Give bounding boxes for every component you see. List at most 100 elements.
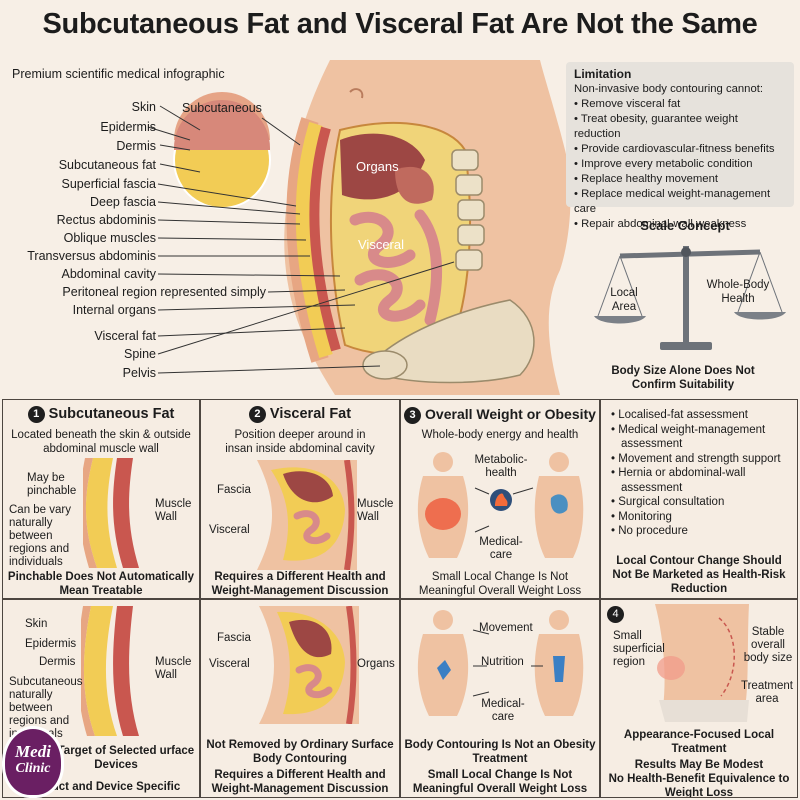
panel-title: Overall Weight or Obesity: [425, 406, 596, 422]
panel-caption-2: Requires a Different Health and Weight-M…: [211, 769, 389, 795]
wall-muscle-layer: [309, 126, 341, 352]
page-subtitle: Premium scientific medical infographic: [12, 67, 225, 81]
option-item: Hernia or abdominal-wall assessment: [611, 466, 793, 495]
spine: [451, 149, 485, 271]
panel-caption: Body Contouring Is Not an Obesity Treatm…: [404, 739, 596, 765]
weight-figures-illustration: [417, 452, 584, 558]
label-skin: Skin: [131, 100, 156, 114]
label-oblique-muscles: Oblique muscles: [63, 231, 156, 245]
limitation-item: Replace medical weight-management care: [574, 187, 786, 217]
label-visceral-fat: Visceral fat: [94, 329, 156, 343]
annotation-muscle-wall: Muscle Wall: [357, 498, 394, 523]
option-item: Localised-fat assessment: [611, 408, 793, 423]
limitation-intro: Non-invasive body contouring cannot:: [574, 83, 764, 95]
annotation-muscle-wall: Muscle Wall: [155, 498, 192, 523]
limitation-item: Treat obesity, guarantee weight reductio…: [574, 112, 786, 142]
panel-local-treatment: 4 Small superficial region Stable overal…: [600, 599, 798, 798]
option-item: Surgical consultation: [611, 495, 793, 510]
annotation-medical-care: Medical-care: [481, 698, 525, 723]
label-deep-fascia: Deep fascia: [89, 195, 156, 209]
visceral-organs-illustration: [259, 606, 359, 724]
annotation-pinchable: May be pinchable: [27, 472, 77, 497]
panel-caption: Small Local Change Is Not Meaningful Ove…: [418, 571, 582, 597]
panel-description: Located beneath the skin & outside abdom…: [11, 429, 191, 455]
annotation-muscle-wall: Muscle Wall: [155, 656, 192, 681]
annotation-varies: Can be vary naturally between regions an…: [9, 504, 72, 568]
callout-visceral: Visceral: [358, 237, 405, 252]
limitation-item: Improve every metabolic condition: [574, 157, 786, 172]
option-item: Monitoring: [611, 510, 793, 525]
annotation-small-region: Small superficial region: [613, 630, 665, 668]
option-item: No procedure: [611, 524, 793, 539]
limitation-item: Remove visceral fat: [574, 97, 786, 112]
panel-lifestyle: Movement Nutrition Medical-care Body Con…: [400, 599, 600, 798]
option-item: Medical weight-management assessment: [611, 423, 793, 452]
panel-caption: Appearance-Focused Local Treatment: [623, 729, 775, 755]
visceral-illustration: [257, 460, 357, 570]
annotation-skin: Skin: [25, 618, 48, 630]
panel-caption-2: Small Local Change Is Not Meaningful Ove…: [412, 769, 588, 795]
panel-title: Subcutaneous Fat: [48, 406, 175, 422]
panel-caption: Requires a Different Health and Weight-M…: [211, 571, 389, 597]
panel-caption: Not Removed by Ordinary Surface Body Con…: [206, 739, 394, 765]
panel-badge: 2: [248, 406, 266, 423]
intestines: [349, 209, 442, 326]
fat-layer-illustration: [83, 458, 139, 568]
logo-line2: Clinic: [15, 761, 51, 776]
medi-clinic-logo: Medi Clinic: [2, 726, 64, 798]
label-abdominal-cavity: Abdominal cavity: [61, 267, 157, 281]
scale-right-label: Whole-Body Health: [706, 279, 770, 305]
label-dermis: Dermis: [116, 139, 156, 153]
annotation-nutrition: Nutrition: [481, 656, 524, 668]
panel-caption-2: uct and Device Specific: [51, 781, 181, 793]
panel-description: Whole-body energy and health: [421, 429, 579, 441]
label-internal-organs: Internal organs: [72, 303, 156, 317]
panel-badge: 3: [404, 407, 422, 424]
label-rectus-abdominis: Rectus abdominis: [56, 213, 156, 227]
panel-visceral-organs: Fascia Visceral Organs Not Removed by Or…: [200, 599, 400, 798]
panel-assessment-options: Localised-fat assessment Medical weight-…: [600, 399, 798, 599]
lifestyle-figures-illustration: [417, 610, 584, 716]
callout-subcutaneous: Subcutaneous: [182, 101, 262, 115]
label-epidermis: Epidermis: [100, 120, 156, 134]
wall-fat-layer: [295, 121, 333, 359]
label-transversus-abdominis: Transversus abdominis: [27, 249, 156, 263]
scale-caption: Body Size Alone Does Not Confirm Suitabi…: [611, 365, 755, 391]
annotation-metabolic-health: Metabolic-health: [474, 454, 528, 479]
panel-skin-layers: Skin Epidermis Dermis Subcutaneous natur…: [2, 599, 200, 798]
panel-title: Visceral Fat: [269, 406, 352, 422]
pelvis: [379, 299, 535, 384]
panel-badge: 4: [607, 606, 624, 623]
label-leader-lines: [147, 105, 455, 374]
panel-caption-2: Results May Be Modest: [634, 759, 764, 771]
torso-treatment-illustration: [655, 604, 749, 722]
annotation-stable-size: Stable overall body size: [743, 626, 793, 664]
scale-left-label: Local Area: [610, 287, 638, 313]
annotation-visceral: Visceral: [209, 658, 250, 670]
annotation-epidermis: Epidermis: [25, 638, 77, 650]
limitation-item: Repair abdominal-wall weakness: [574, 217, 786, 232]
balance-scale-icon: [594, 246, 786, 350]
panel-caption: Pinchable Does Not Automatically Mean Tr…: [7, 571, 195, 597]
annotation-fascia: Fascia: [217, 632, 251, 644]
limitation-box: Limitation Non-invasive body contouring …: [566, 62, 794, 230]
annotation-medical-care: Medical-care: [479, 536, 523, 561]
label-subcutaneous-fat: Subcutaneous fat: [58, 158, 156, 172]
annotation-organs: Organs: [357, 658, 395, 670]
annotation-visceral: Visceral: [209, 524, 250, 536]
annotation-dermis: Dermis: [39, 656, 76, 668]
annotation-fascia: Fascia: [217, 484, 251, 496]
abdomen-cross-section-illustration: [147, 60, 571, 395]
panel-description: Position deeper around in insan inside a…: [225, 429, 375, 455]
annotation-treatment-area: Treatment area: [741, 680, 793, 705]
annotation-movement: Movement: [479, 622, 533, 634]
label-spine: Spine: [124, 347, 156, 361]
label-peritoneal-region: Peritoneal region represented simply: [62, 285, 266, 299]
panel-badge: 1: [27, 406, 45, 423]
page-title: Subcutaneous Fat and Visceral Fat Are No…: [42, 8, 758, 40]
skin-layers-illustration: [81, 606, 139, 736]
label-superficial-fascia: Superficial fascia: [61, 177, 157, 191]
